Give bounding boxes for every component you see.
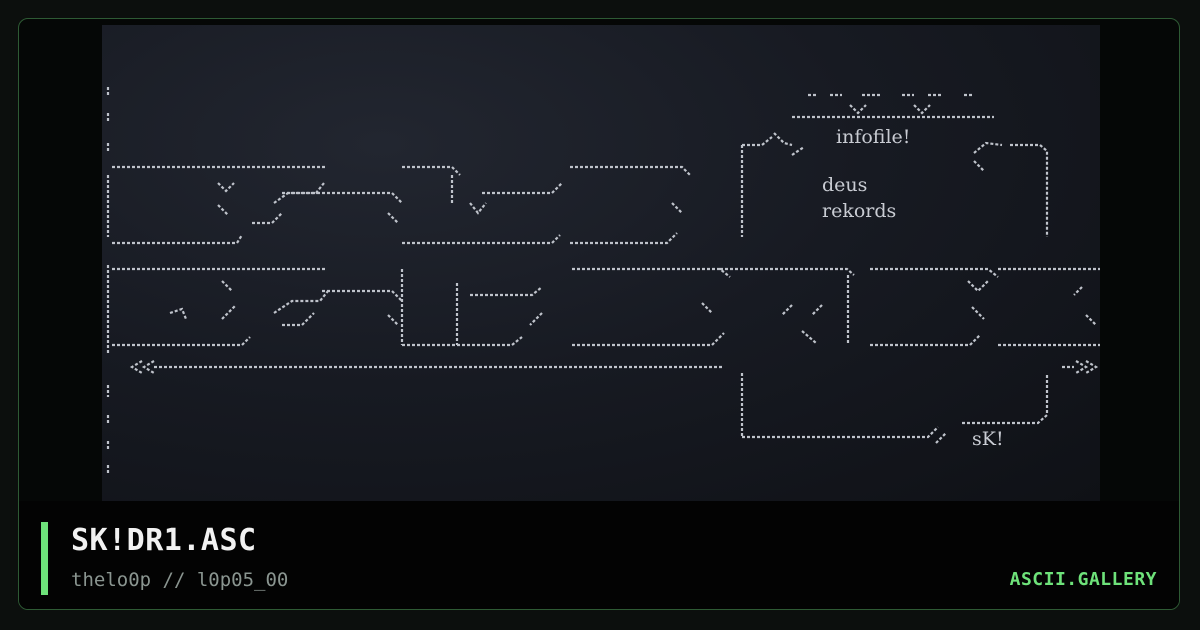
ascii-signature-sk: sK! [972,428,1004,450]
card-footer: SK!DR1.ASC thelo0p // l0p05_00 ASCII.GAL… [19,501,1179,609]
ascii-word-rekords: rekords [822,200,896,222]
gallery-card: infofile! deus rekords sK! SK!DR1.ASC th… [18,18,1180,610]
accent-bar [41,522,48,595]
artwork-filename: SK!DR1.ASC [71,523,257,558]
ascii-word-deus: deus [822,174,867,196]
ascii-word-infofile: infofile! [836,126,910,148]
ascii-art-preview: infofile! deus rekords sK! [102,25,1100,501]
ascii-art-drawing: infofile! deus rekords sK! [106,87,1100,475]
artwork-credit: thelo0p // l0p05_00 [71,569,289,591]
site-name: ASCII.GALLERY [1009,569,1157,590]
